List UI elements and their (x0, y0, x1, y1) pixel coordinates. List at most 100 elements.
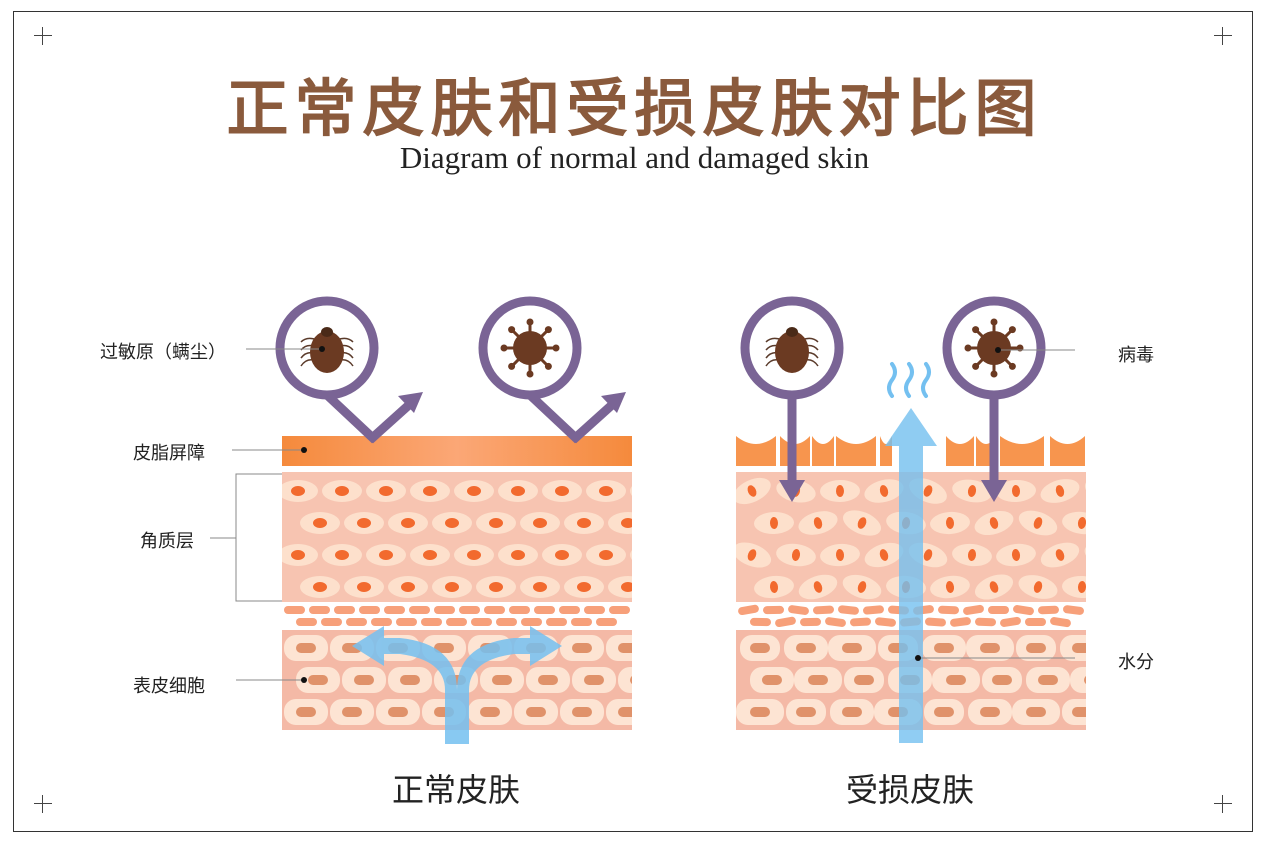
normal-mite-magnifier (275, 296, 423, 444)
nucleus (630, 676, 632, 684)
nucleus (813, 517, 823, 529)
granular-cell (963, 604, 984, 615)
caption-damaged: 受损皮肤 (845, 771, 974, 809)
nucleus (967, 485, 977, 497)
nucleus (308, 675, 328, 685)
granular-cell (800, 617, 821, 627)
nucleus (401, 518, 415, 528)
nucleus (967, 549, 977, 561)
nucleus (533, 518, 547, 528)
epidermal-cell (1070, 667, 1086, 693)
nucleus (1038, 675, 1058, 685)
granular-cell (1000, 616, 1021, 627)
granular-cell (296, 618, 317, 626)
nucleus (577, 582, 591, 592)
nucleus (1077, 517, 1086, 529)
nucleus (511, 486, 525, 496)
nucleus (1098, 484, 1110, 498)
normal-water-arrow (352, 626, 562, 744)
virus-spike-tip (1008, 362, 1016, 370)
nucleus (813, 581, 823, 593)
nucleus (291, 486, 305, 496)
nucleus (342, 707, 362, 717)
granular-cell (1025, 618, 1046, 626)
nucleus (423, 486, 437, 496)
nucleus (335, 550, 349, 560)
nucleus (572, 707, 592, 717)
nucleus (618, 643, 632, 653)
granular-cell (1038, 605, 1059, 615)
granular-cell (571, 618, 592, 626)
virus-spike-tip (972, 326, 980, 334)
virus-spike-tip (508, 362, 516, 370)
virus-body (977, 331, 1011, 365)
nucleus (467, 486, 481, 496)
granular-cell (384, 606, 405, 614)
granular-cell (371, 618, 392, 626)
nucleus (643, 550, 657, 560)
nucleus (1055, 549, 1065, 561)
damaged-water-arrow (885, 408, 937, 743)
normal-sebum-barrier (282, 436, 632, 466)
nucleus (1121, 517, 1130, 530)
label-moisture: 水分 (1118, 652, 1154, 673)
granular-cell (346, 618, 367, 626)
nucleus (379, 550, 393, 560)
nucleus (423, 550, 437, 560)
barrier-fragment (836, 436, 876, 466)
nucleus (480, 707, 500, 717)
granular-cell (863, 605, 884, 615)
corneocyte (652, 576, 692, 598)
nucleus (808, 675, 828, 685)
nucleus (357, 518, 371, 528)
nucleus (555, 486, 569, 496)
granular-cell (1063, 605, 1084, 615)
granular-cell (334, 606, 355, 614)
granular-cell (763, 605, 784, 615)
mite-icon (300, 327, 354, 373)
granular-cell (471, 618, 492, 626)
virus-spike-tip (544, 362, 552, 370)
nucleus (555, 550, 569, 560)
granular-cell (825, 617, 846, 627)
granular-cell (1050, 617, 1071, 628)
nucleus (857, 517, 867, 529)
granular-cell (838, 605, 859, 615)
corneocyte (608, 576, 632, 598)
nucleus (1026, 643, 1046, 653)
barrier-fragment (812, 436, 834, 466)
barrier-fragment (1000, 436, 1044, 466)
nucleus (796, 643, 816, 653)
nucleus (1121, 580, 1131, 593)
corneocyte (608, 512, 632, 534)
granular-cell (396, 618, 417, 626)
virus-spike-tip (526, 370, 534, 378)
subtitle: Diagram of normal and damaged skin (399, 140, 870, 175)
granular-cell (950, 617, 971, 627)
barrier-fragment (736, 436, 776, 466)
granular-cell (813, 605, 834, 615)
corneocyte (630, 550, 632, 560)
virus-body (513, 331, 547, 365)
normal-epidermal-cells (282, 630, 632, 730)
mite-body (775, 331, 809, 373)
nucleus (313, 518, 327, 528)
granular-cell (434, 606, 455, 614)
nucleus (599, 550, 613, 560)
granular-cell (850, 617, 871, 627)
damaged-sebum-barrier (736, 436, 1085, 466)
nucleus (747, 485, 757, 497)
nucleus (1098, 548, 1109, 562)
nucleus (313, 582, 327, 592)
virus-spike-tip (1008, 326, 1016, 334)
nucleus (1072, 643, 1086, 653)
nucleus (526, 707, 546, 717)
granular-cell (559, 606, 580, 614)
virus-spike-tip (526, 318, 534, 326)
granular-cell (738, 604, 759, 616)
virus-spike-tip (964, 344, 972, 352)
mite-body (310, 331, 344, 373)
nucleus (769, 517, 779, 529)
nucleus (1011, 549, 1021, 561)
label-virus: 病毒 (1118, 345, 1154, 366)
